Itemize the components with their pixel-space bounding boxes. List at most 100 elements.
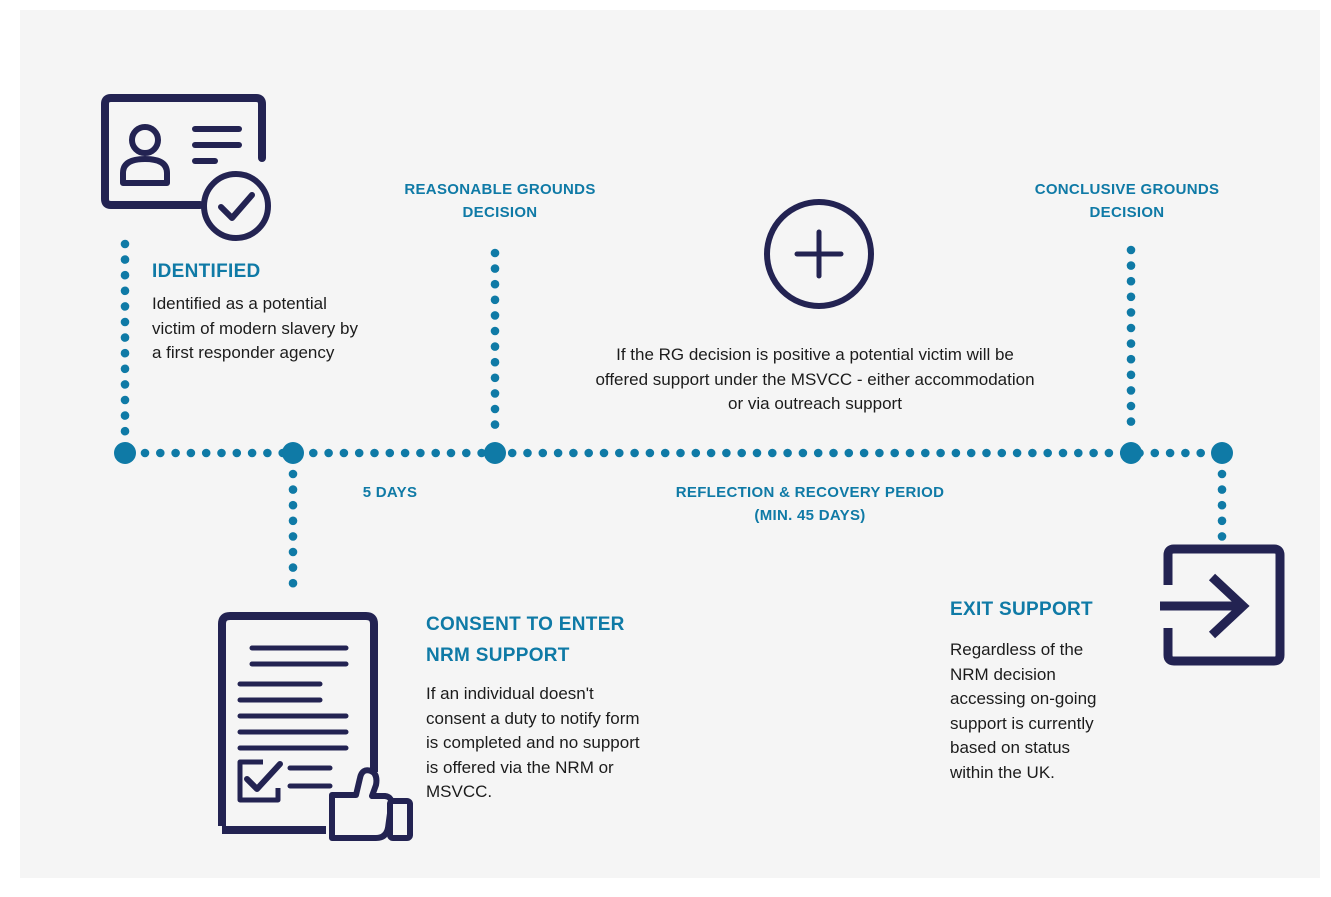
connector-dot: [599, 448, 609, 458]
exit-line: based on status: [950, 738, 1071, 757]
conclusive-grounds-line: DECISION: [1089, 204, 1165, 221]
connector-dot: [890, 448, 899, 458]
connector-dot: [1089, 448, 1098, 458]
connector-dot: [490, 248, 500, 258]
id-card-check-icon: [101, 94, 271, 241]
connector-dot: [1165, 448, 1175, 458]
connector-dot: [1217, 469, 1227, 479]
connector-dot: [1196, 448, 1205, 458]
connector-dot: [120, 239, 130, 249]
consent-line: MSVCC.: [426, 782, 493, 801]
timeline-node-consent: [282, 442, 304, 464]
connector-dot: [1126, 292, 1136, 302]
connector-dot: [844, 448, 854, 458]
connector-dot: [140, 448, 150, 458]
connector-dot: [1074, 448, 1083, 458]
exit-line: NRM decision: [950, 664, 1056, 684]
exit-line: Regardless of the: [950, 640, 1084, 659]
exit-line: within the UK.: [950, 762, 1055, 782]
connector-dot: [584, 448, 593, 458]
connector-dot: [416, 448, 425, 458]
consent-line: If an individual doesn't: [426, 684, 594, 703]
connector-dot: [737, 448, 746, 458]
connector-dot: [1058, 448, 1068, 458]
connector-dot: [400, 448, 410, 458]
timeline-node-identified: [114, 442, 136, 464]
connector-dot: [490, 357, 500, 367]
connector-dot: [1126, 245, 1136, 255]
exit-support-title: EXIT SUPPORT: [950, 599, 1093, 620]
connector-dot: [1028, 448, 1037, 458]
connector-dot: [431, 448, 441, 458]
identified-line: Identified as a potential: [152, 294, 327, 313]
connector-dot: [553, 448, 563, 458]
connector-dot: [1126, 417, 1136, 426]
connector-dot: [120, 317, 130, 327]
consent-line: consent a duty to notify form: [426, 708, 640, 728]
connector-dot: [1043, 448, 1052, 458]
connector-dot: [630, 448, 639, 458]
connector-dot: [120, 270, 130, 280]
reasonable-grounds-line: REASONABLE GROUNDS: [404, 181, 596, 198]
connector-dot: [232, 448, 242, 458]
five-days-label: 5 DAYS: [362, 484, 418, 501]
connector-dot: [768, 448, 777, 458]
connector-dot: [1181, 448, 1190, 458]
connector-dot: [288, 532, 298, 541]
connector-dot: [569, 448, 578, 458]
consent-title-line: CONSENT TO ENTER: [426, 614, 625, 635]
connector-dot: [288, 500, 298, 510]
connector-dot: [324, 448, 333, 458]
connector-dot: [370, 448, 379, 458]
connector-dot: [905, 448, 915, 458]
timeline-node-conclusive-grounds: [1120, 442, 1142, 464]
identified-line: victim of modern slavery by: [152, 318, 358, 338]
connector-dot: [507, 448, 517, 458]
connector-dot: [1217, 500, 1227, 510]
connector-dot: [1126, 354, 1136, 364]
connector-dot: [477, 448, 486, 458]
connector-dot: [921, 448, 930, 458]
connector-dot: [1126, 386, 1136, 395]
connector-dot: [288, 469, 298, 479]
connector-dot: [1126, 401, 1136, 411]
background-panel: [20, 10, 1320, 878]
identified-line: a first responder agency: [152, 343, 335, 362]
connector-dot: [1126, 261, 1136, 270]
connector-dot: [490, 342, 500, 351]
reflection-period-label: REFLECTION & RECOVERY PERIOD (MIN. 45 DA…: [620, 481, 1000, 527]
connector-dot: [490, 311, 500, 320]
connector-dot: [615, 448, 624, 458]
connector-dot: [288, 578, 298, 588]
exit-arrow-icon: [1160, 544, 1285, 666]
identified-title: IDENTIFIED: [152, 261, 261, 282]
connector-dot: [339, 448, 349, 458]
connector-dot: [1126, 370, 1136, 380]
connector-dot: [120, 411, 130, 420]
conclusive-grounds-line: CONCLUSIVE GROUNDS: [1034, 181, 1220, 198]
connector-dot: [538, 448, 548, 458]
consent-title: CONSENT TO ENTER NRM SUPPORT: [426, 609, 625, 671]
connector-dot: [966, 448, 976, 458]
connector-dot: [490, 295, 500, 305]
rg-support-line: or via outreach support: [728, 394, 902, 413]
connector-dot: [288, 563, 298, 572]
connector-dot: [120, 364, 130, 374]
connector-dot: [120, 255, 130, 264]
connector-dot: [263, 448, 272, 458]
connector-dot: [446, 448, 456, 458]
connector-dot: [120, 426, 130, 436]
timeline-node-exit: [1211, 442, 1233, 464]
connector-dot: [354, 448, 364, 458]
connector-dot: [829, 448, 838, 458]
connector-dot: [247, 448, 257, 458]
connector-dot: [1104, 448, 1114, 458]
consent-line: is offered via the NRM or: [426, 757, 614, 777]
connector-dot: [490, 279, 500, 289]
connector-dot: [120, 395, 130, 405]
connector-dot: [1150, 448, 1160, 458]
connector-dot: [217, 448, 226, 458]
connector-dot: [120, 333, 130, 342]
connector-dot: [798, 448, 808, 458]
connector-dot: [859, 448, 869, 458]
